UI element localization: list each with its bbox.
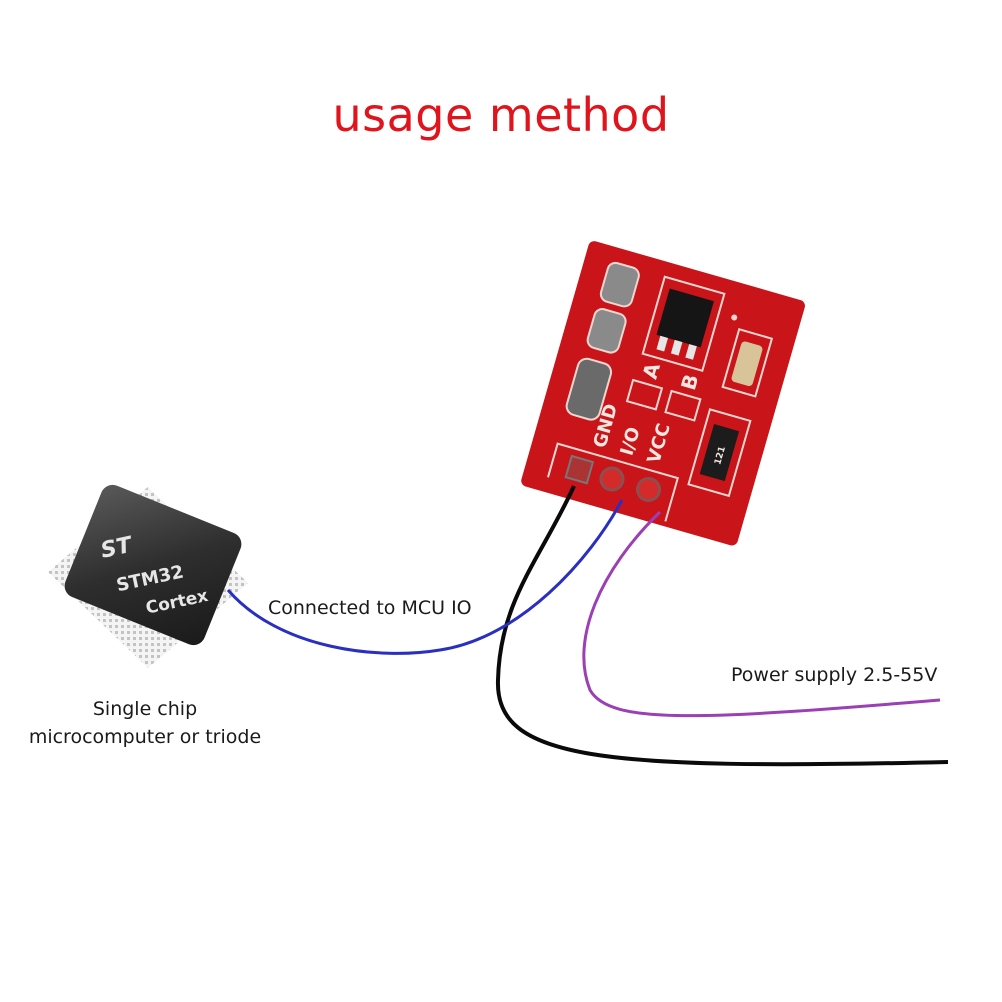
resistor-marking: 121 xyxy=(713,445,728,466)
pin-hole-io xyxy=(599,466,625,492)
io-connection-label: Connected to MCU IO xyxy=(268,597,472,619)
ground-wire xyxy=(495,485,949,767)
touch-sensor-module: 121 A B GND I/O VCC xyxy=(521,241,805,546)
jumper-b-outline xyxy=(664,389,702,422)
pin-hole-gnd xyxy=(564,454,595,485)
capacitor xyxy=(565,357,613,421)
jumper-label-b: B xyxy=(676,371,703,392)
mcu-chip: ST STM32 Cortex xyxy=(48,484,248,668)
io-wire xyxy=(226,499,624,655)
chip-body xyxy=(64,484,242,646)
jumper-a-outline xyxy=(625,378,664,411)
pad xyxy=(599,261,640,308)
ic-pin xyxy=(685,344,697,360)
jumper-label-a: A xyxy=(638,360,665,382)
page-title: usage method xyxy=(332,88,670,142)
led-dot xyxy=(731,314,738,321)
ic-pin xyxy=(670,339,683,356)
mcu-label-line2: microcomputer or triode xyxy=(28,726,262,748)
led-icon xyxy=(731,341,763,387)
ic-outline xyxy=(641,275,726,372)
vcc-wire xyxy=(582,510,941,718)
ic-chip xyxy=(656,288,714,348)
pin-hole-vcc xyxy=(636,476,662,502)
mcu-label: Single chip microcomputer or triode xyxy=(0,695,290,751)
ic-pin xyxy=(656,335,669,352)
power-supply-label: Power supply 2.5-55V xyxy=(731,664,938,686)
resistor-outline xyxy=(687,408,752,498)
header-outline xyxy=(547,442,680,522)
pad xyxy=(586,308,627,354)
resistor xyxy=(699,424,740,482)
mcu-label-line1: Single chip xyxy=(92,698,198,720)
led-outline xyxy=(721,328,774,398)
